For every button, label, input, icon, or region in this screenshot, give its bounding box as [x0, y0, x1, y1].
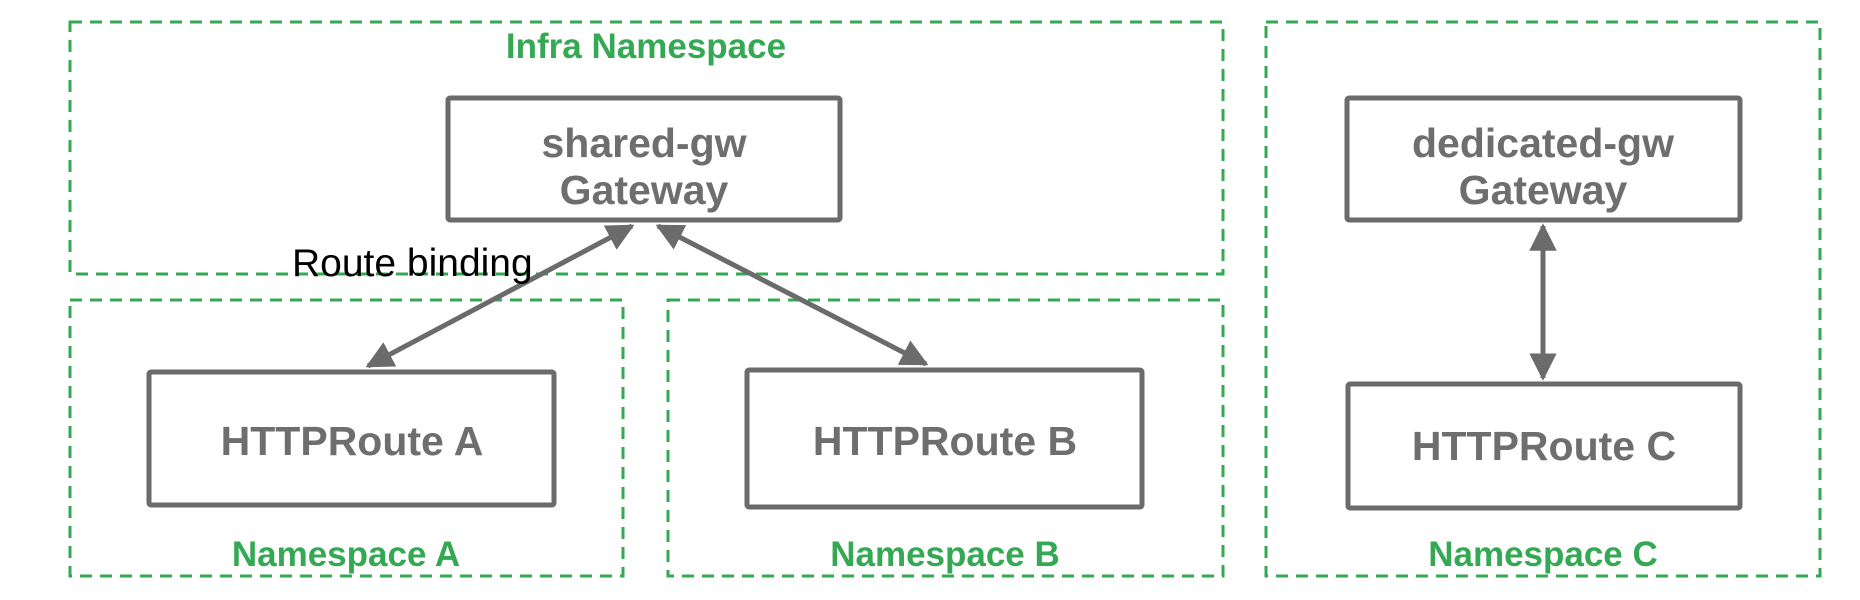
httproute-c-label: HTTPRoute C: [1412, 423, 1676, 469]
httproute-a-node: [146, 369, 557, 508]
namespace-b-container: [666, 298, 1225, 578]
infra-namespace-label: Infra Namespace: [506, 27, 786, 66]
namespace-a-label: Namespace A: [232, 535, 460, 574]
dedicated-gw-name-line: dedicated-gw: [1412, 120, 1674, 166]
namespace-c-label: Namespace C: [1428, 535, 1658, 574]
infra-namespace-container: [68, 20, 1225, 276]
shared-gw-gateway-node: [445, 95, 843, 223]
namespace-b-label: Namespace B: [830, 535, 1060, 574]
shared-gw-kind-line: Gateway: [560, 167, 729, 213]
route-a-binding-arrow: [365, 223, 635, 369]
dedicated-gw-gateway-node: [1344, 95, 1743, 223]
namespace-c-container: [1264, 20, 1822, 578]
route-b-binding-arrow: [655, 223, 929, 367]
httproute-b-node: [744, 367, 1145, 510]
dedicated-gw-kind-line: Gateway: [1459, 167, 1628, 213]
httproute-b-label: HTTPRoute B: [813, 418, 1077, 464]
httproute-a-label: HTTPRoute A: [221, 418, 484, 464]
route-binding-annotation: Route binding: [292, 242, 533, 285]
shared-gw-name-line: shared-gw: [541, 120, 746, 166]
httproute-c-node: [1345, 381, 1743, 511]
namespace-a-container: [68, 298, 625, 578]
